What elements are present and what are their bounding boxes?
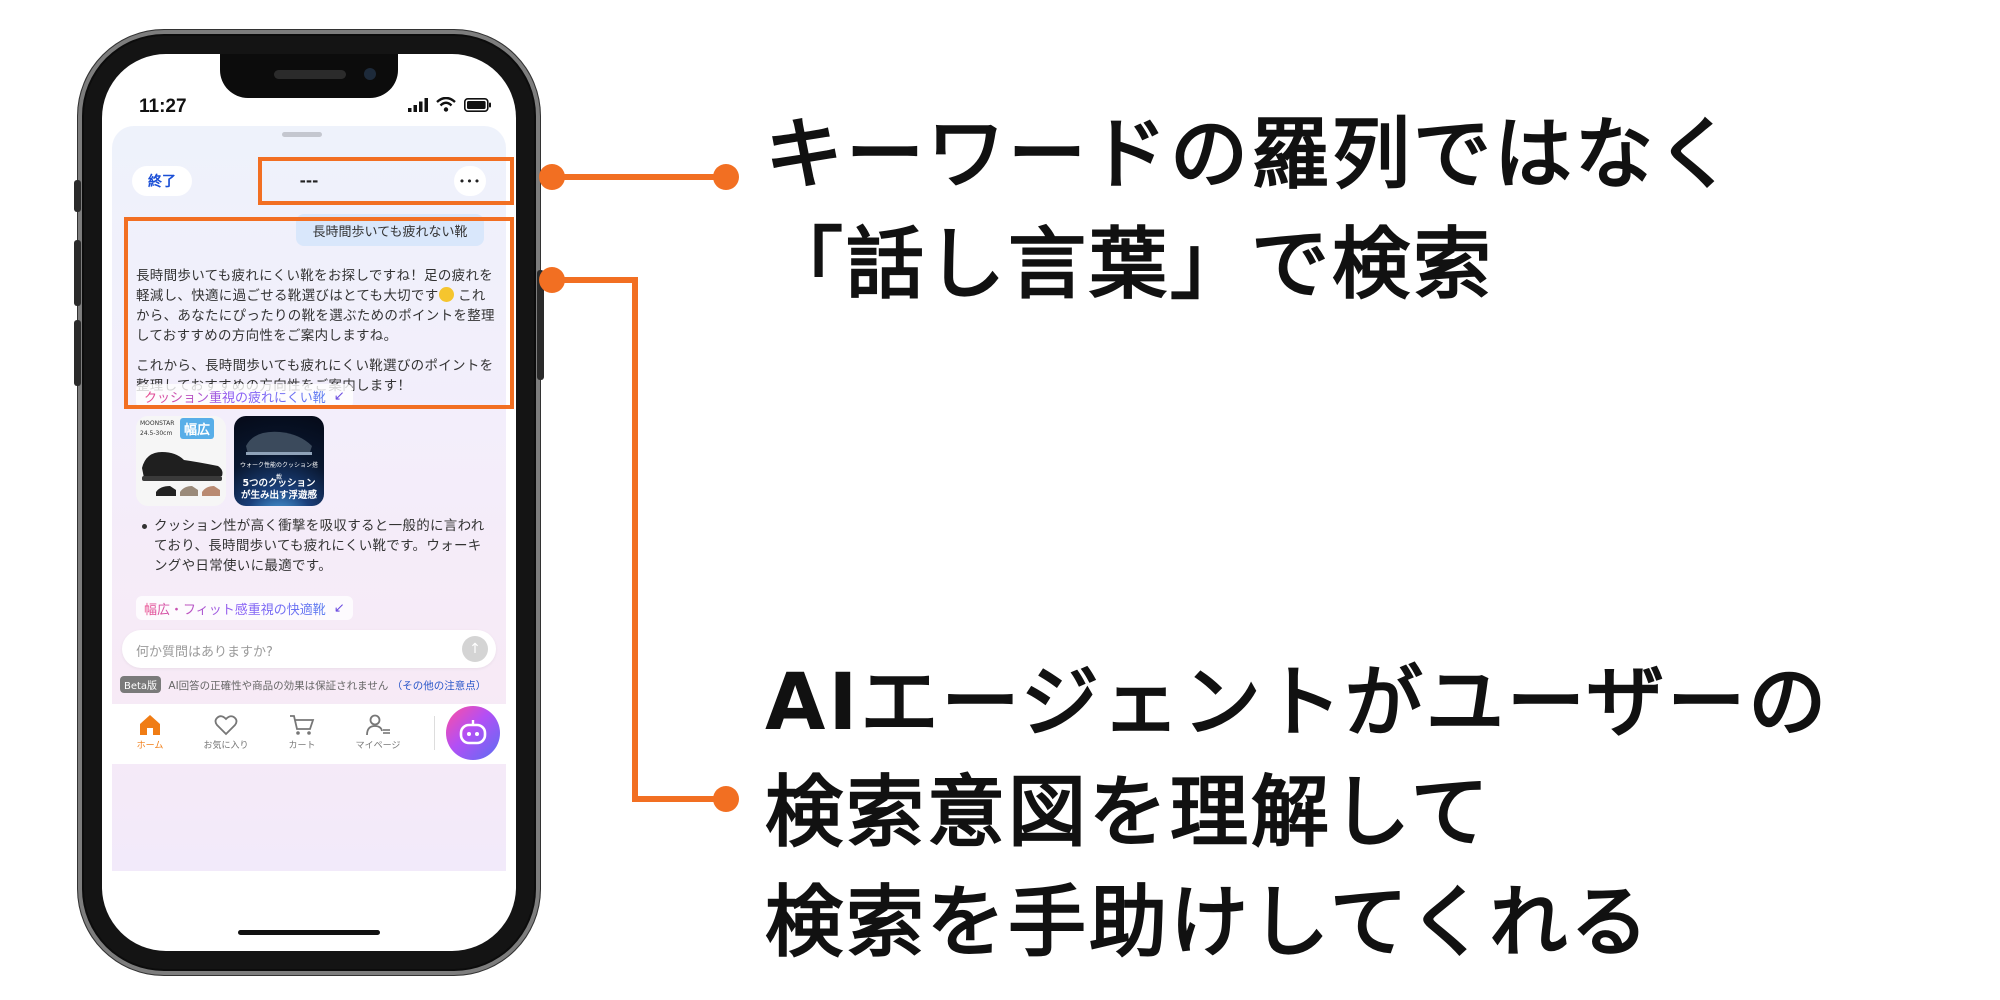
status-icons — [408, 97, 492, 112]
connector-dot-right-1 — [713, 164, 739, 190]
ai-paragraph-1-text: 長時間歩いても疲れにくい靴をお探しですね！足の疲れを軽減し、快適に過ごせる靴選び… — [136, 268, 494, 304]
disclaimer: Beta版 AI回答の正確性や商品の効果は保証されません （その他の注意点） — [120, 676, 486, 693]
volume-down-button — [74, 320, 81, 386]
volume-up-button — [74, 240, 81, 306]
more-icon: ••• — [458, 174, 482, 188]
question-input-placeholder: 何か質問はありますか? — [136, 645, 273, 660]
connector-dot-right-2 — [713, 786, 739, 812]
bullet-text: クッション性が高く衝撃を吸収すると一般的に言われており、長時間歩いても疲れにくい… — [154, 518, 485, 574]
headline-2-line-2: 検索意図を理解して — [765, 768, 1492, 858]
product-2-caption: 5つのクッションが生み出す浮遊感 — [240, 478, 317, 501]
speaker — [274, 70, 346, 79]
sheet-title: --- — [299, 172, 319, 190]
tab-home[interactable]: ホーム — [120, 712, 180, 751]
end-button[interactable]: 終了 — [132, 166, 192, 196]
smile-emoji-icon — [438, 287, 454, 302]
tab-cart[interactable]: カート — [272, 712, 332, 751]
send-button[interactable]: ↑ — [462, 636, 488, 662]
bullet-dot — [142, 524, 147, 529]
bullet-item: クッション性が高く衝撃を吸収すると一般的に言われており、長時間歩いても疲れにくい… — [136, 516, 486, 576]
section-label-cushion-text: クッション重視の疲れにくい靴 — [144, 387, 326, 406]
ai-paragraph-1: 長時間歩いても疲れにくい靴をお探しですね！足の疲れを軽減し、快適に過ごせる靴選び… — [136, 266, 496, 346]
headline-natural-language: キーワードの羅列ではなく 「話し言葉」で検索 — [765, 100, 1737, 320]
tab-favorites-label: お気に入り — [203, 741, 249, 751]
tab-cart-label: カート — [288, 741, 316, 751]
connector-line-1 — [552, 174, 726, 180]
tab-mypage-label: マイページ — [355, 741, 401, 751]
status-time: 11:27 — [139, 96, 187, 117]
arrow-down-left-icon: ↙ — [333, 388, 345, 404]
disclaimer-text: AI回答の正確性や商品の効果は保証されません — [168, 680, 389, 692]
ai-chat-sheet: 終了 --- ••• 長時間歩いても疲れない靴 長時間歩いても疲れにくい靴をお探… — [112, 126, 506, 871]
mute-switch — [74, 180, 81, 212]
headline-1-line-1: キーワードの羅列ではなく — [765, 110, 1738, 200]
arrow-up-icon: ↑ — [469, 641, 481, 657]
highlight-ai-response — [124, 217, 514, 409]
tab-home-label: ホーム — [136, 741, 164, 751]
ai-assistant-button[interactable] — [446, 706, 500, 760]
wifi-icon — [436, 97, 456, 112]
bottom-tab-bar: ホーム お気に入り カート — [112, 704, 506, 764]
front-camera — [364, 68, 376, 80]
connector-line-2b — [632, 277, 638, 802]
user-message-text: 長時間歩いても疲れない靴 — [312, 224, 468, 240]
headline-1-line-2: 「話し言葉」で検索 — [765, 220, 1495, 310]
home-icon — [120, 712, 180, 738]
robot-icon — [459, 720, 487, 745]
shoe-image — [246, 431, 312, 455]
highlight-user-message — [258, 157, 514, 205]
section-label-fit-text: 幅広・フィット感重視の快適靴 — [144, 599, 326, 618]
product-thumbnail-1[interactable]: MOONSTAR 24.5-30cm 幅広 — [136, 416, 226, 506]
product-thumbnail-2[interactable]: ウォーク性能のクッション搭載 5つのクッションが生み出す浮遊感 — [234, 416, 324, 506]
battery-icon — [464, 98, 491, 112]
beta-badge: Beta版 — [120, 676, 162, 693]
tab-mypage[interactable]: マイページ — [348, 712, 408, 751]
connector-line-2a — [552, 277, 638, 283]
more-button[interactable]: ••• — [454, 166, 486, 196]
headline-2-line-3: 検索を手助けしてくれる — [765, 878, 1652, 968]
question-input[interactable]: 何か質問はありますか? ↑ — [122, 630, 496, 668]
signal-icon — [408, 98, 428, 112]
power-button — [537, 270, 544, 380]
tab-divider — [434, 716, 435, 750]
section-label-fit[interactable]: 幅広・フィット感重視の快適靴 ↙ — [136, 596, 353, 620]
sheet-grabber[interactable] — [282, 132, 322, 137]
phone-mockup: 11:27 — [74, 30, 544, 975]
section-label-cushion[interactable]: クッション重視の疲れにくい靴 ↙ — [136, 384, 353, 408]
ai-paragraph-1-text-b: これから、あなたにぴったりの靴を選ぶためのポイントを整理しておすすめの方向性をご… — [136, 288, 495, 344]
heart-icon — [196, 712, 256, 738]
arrow-down-left-icon: ↙ — [333, 600, 345, 616]
headline-2-line-1: AIエージェントがユーザーの — [765, 658, 1830, 748]
headline-ai-agent: AIエージェントがユーザーの 検索意図を理解して 検索を手助けしてくれる — [765, 648, 1829, 978]
disclaimer-link[interactable]: （その他の注意点） — [391, 680, 487, 692]
home-indicator — [238, 930, 380, 935]
product-1-badge: 幅広 — [180, 418, 215, 439]
user-icon — [348, 712, 408, 738]
connector-line-2c — [632, 796, 726, 802]
notch — [220, 54, 398, 98]
product-1-size: 24.5-30cm — [140, 430, 173, 437]
tab-favorites[interactable]: お気に入り — [196, 712, 256, 751]
sneaker-image — [142, 452, 223, 496]
cart-icon — [272, 712, 332, 738]
product-1-brand: MOONSTAR — [140, 420, 175, 427]
status-bar: 11:27 — [102, 54, 516, 120]
product-2-subcaption: ウォーク性能のクッション搭載 — [239, 462, 318, 481]
